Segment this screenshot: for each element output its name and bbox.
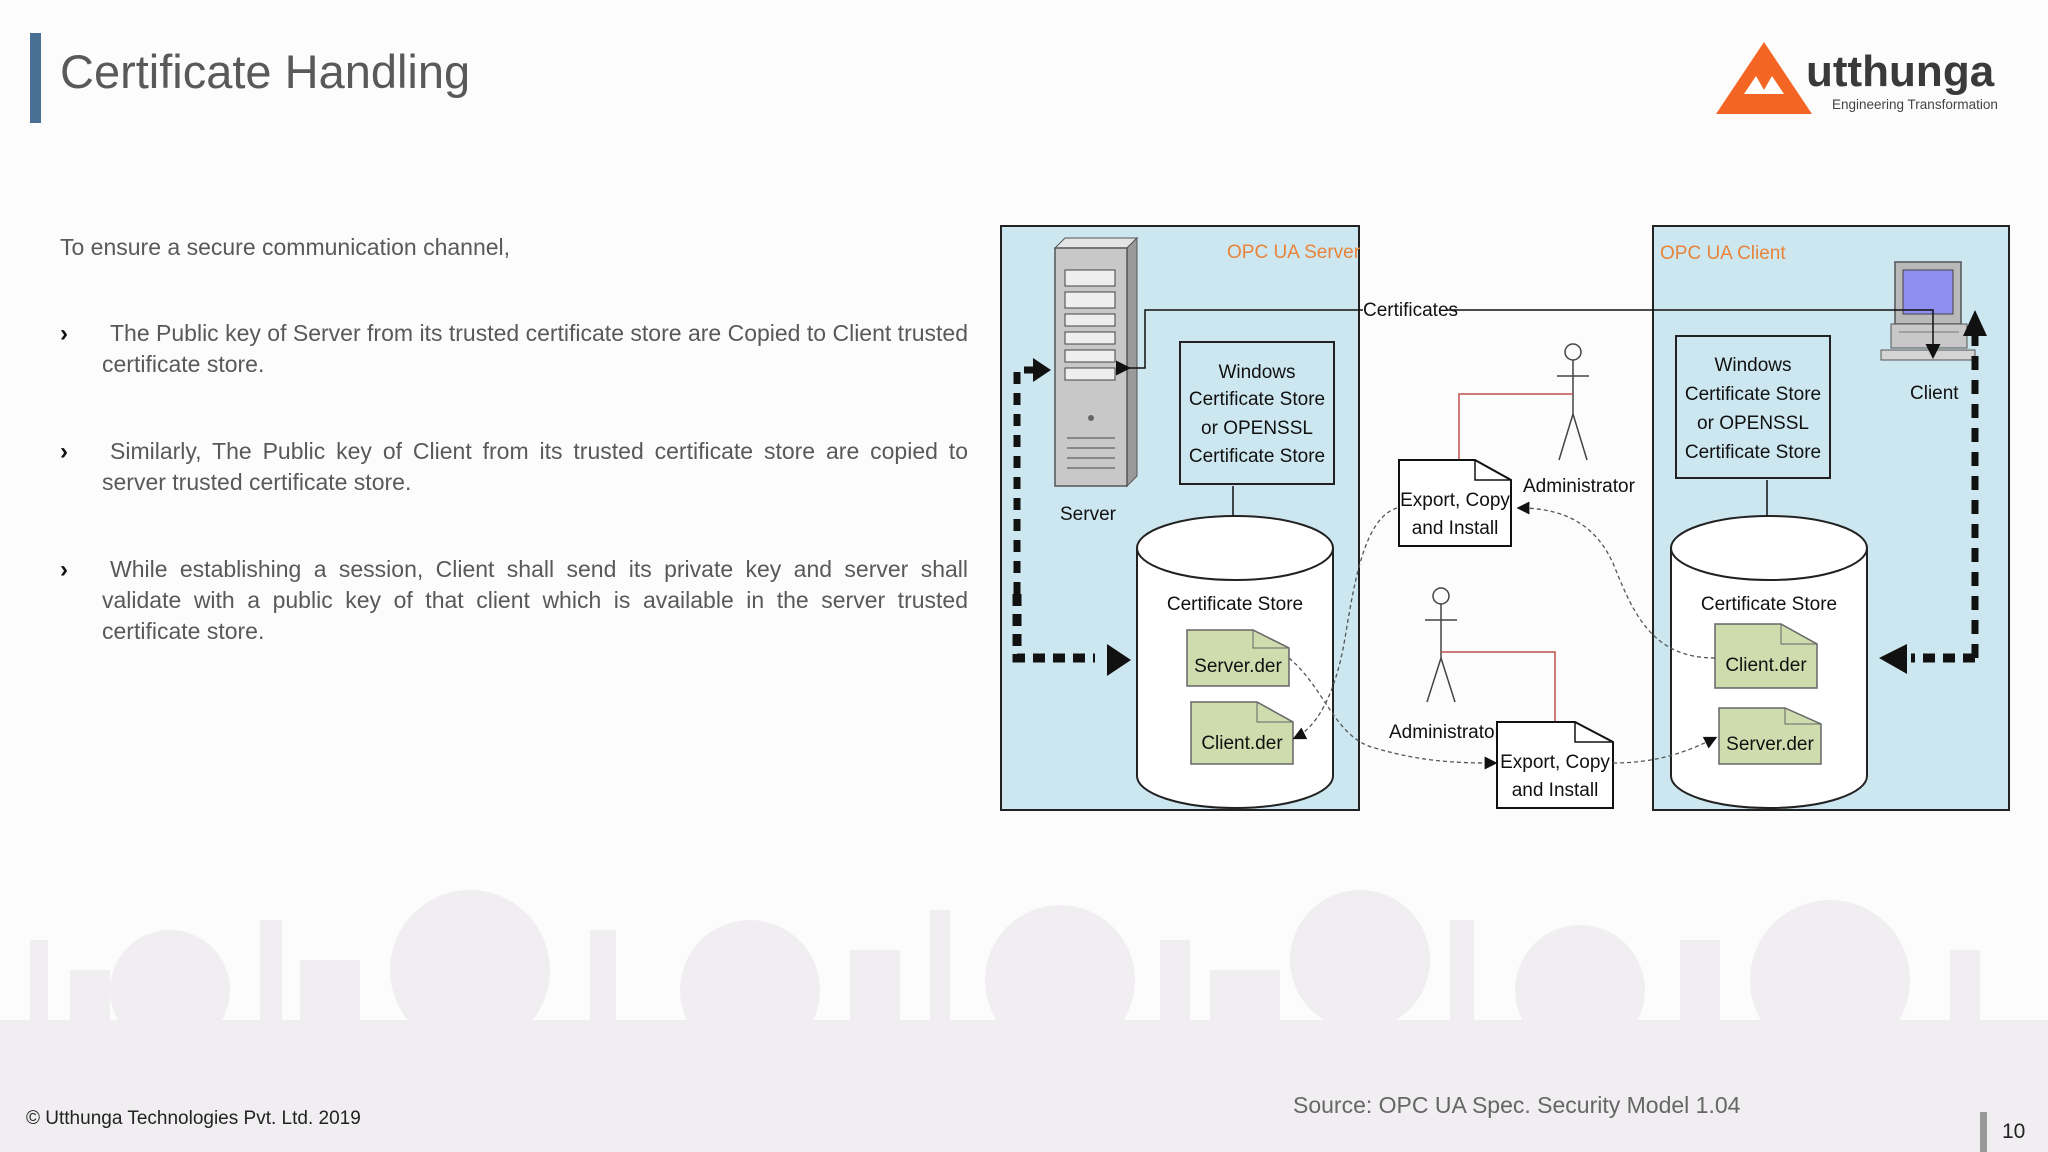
chevron-right-icon: › <box>60 438 68 465</box>
export-bottom-line-2: and Install <box>1512 780 1599 801</box>
file-label: Client.der <box>1725 655 1807 676</box>
bullet-item: › The Public key of Server from its trus… <box>60 318 968 380</box>
administrator-bottom-icon <box>1425 587 1457 703</box>
client-cylinder-label: Certificate Store <box>1701 594 1837 615</box>
client-computer-icon <box>1880 261 1976 361</box>
admin-top-red-line <box>1458 393 1573 464</box>
page-number-bar <box>1980 1112 1987 1152</box>
intro-text: To ensure a secure communication channel… <box>60 234 511 260</box>
bullet-text: Similarly, The Public key of Client from… <box>102 438 968 495</box>
server-to-export-bottom-flow <box>1288 657 1498 770</box>
certificate-diagram: OPC UA Server OPC UA Client Server Clien… <box>1000 225 2010 811</box>
server-store-line-2: Certificate Store <box>1189 389 1325 410</box>
server-panel-label: OPC UA Server <box>1227 242 1361 263</box>
svg-text:Engineering Transformation: Engineering Transformation <box>1832 97 1998 112</box>
server-store-line-4: Certificate Store <box>1189 446 1325 467</box>
client-store-line-3: or OPENSSL <box>1697 413 1809 434</box>
file-server-der-server: Server.der <box>1186 629 1290 687</box>
file-label: Server.der <box>1194 656 1282 677</box>
background-skyline-decoration <box>0 890 2048 1152</box>
bullet-text: While establishing a session, Client sha… <box>102 556 968 644</box>
client-store-line-1: Windows <box>1714 355 1791 376</box>
export-top-box: Export, Copy and Install <box>1398 459 1512 547</box>
bullet-text: The Public key of Server from its truste… <box>102 320 968 377</box>
bullet-list: › The Public key of Server from its trus… <box>60 318 968 703</box>
file-client-der-client: Client.der <box>1714 623 1818 689</box>
client-store-box: Windows Certificate Store or OPENSSL Cer… <box>1675 335 1831 479</box>
bullet-item: › While establishing a session, Client s… <box>60 554 968 647</box>
export-bottom-box: Export, Copy and Install <box>1496 721 1614 809</box>
file-label: Client.der <box>1201 733 1283 754</box>
logo-triangle-icon <box>1716 42 1812 114</box>
title-accent-bar <box>30 33 41 123</box>
client-store-line-4: Certificate Store <box>1685 442 1821 463</box>
server-store-line-3: or OPENSSL <box>1201 418 1313 439</box>
server-icon <box>1053 236 1139 488</box>
export-top-to-server-flow <box>1292 507 1398 740</box>
export-top-line-2: and Install <box>1412 518 1499 539</box>
chevron-right-icon: › <box>60 556 68 583</box>
administrator-top-label: Administrator <box>1523 476 1636 497</box>
certificates-label: Certificates <box>1363 300 1458 321</box>
export-bottom-line-1: Export, Copy <box>1500 752 1610 773</box>
export-bottom-to-client-flow <box>1612 736 1718 764</box>
client-label: Client <box>1910 383 1959 404</box>
page-number: 10 <box>2002 1120 2026 1143</box>
copyright-text: © Utthunga Technologies Pvt. Ltd. 2019 <box>26 1108 361 1129</box>
client-to-export-top-flow <box>1516 501 1716 659</box>
bullet-item: › Similarly, The Public key of Client fr… <box>60 436 968 498</box>
client-store-line-2: Certificate Store <box>1685 384 1821 405</box>
file-label: Server.der <box>1726 734 1814 755</box>
certificates-connector <box>1116 309 1941 376</box>
server-label: Server <box>1060 504 1117 525</box>
utthunga-logo: utthunga Engineering Transformation <box>1716 42 1998 114</box>
source-citation: Source: OPC UA Spec. Security Model 1.04 <box>1293 1092 1741 1118</box>
file-client-der-server: Client.der <box>1190 701 1294 765</box>
svg-text:utthunga: utthunga <box>1806 47 1995 96</box>
administrator-top-icon <box>1557 343 1589 461</box>
server-store-box: Windows Certificate Store or OPENSSL Cer… <box>1179 341 1335 485</box>
file-server-der-client: Server.der <box>1718 707 1822 765</box>
slide-title: Certificate Handling <box>60 45 471 98</box>
export-top-line-1: Export, Copy <box>1400 490 1510 511</box>
admin-bottom-red-line <box>1441 651 1556 722</box>
server-store-line-1: Windows <box>1218 362 1295 383</box>
server-up-dashed-arrow <box>1013 366 1033 594</box>
server-down-dashed-arrow <box>1012 594 1095 663</box>
server-cylinder-label: Certificate Store <box>1167 594 1303 615</box>
chevron-right-icon: › <box>60 320 68 347</box>
client-panel-label: OPC UA Client <box>1660 243 1786 264</box>
administrator-bottom-label: Administrator <box>1389 722 1502 743</box>
